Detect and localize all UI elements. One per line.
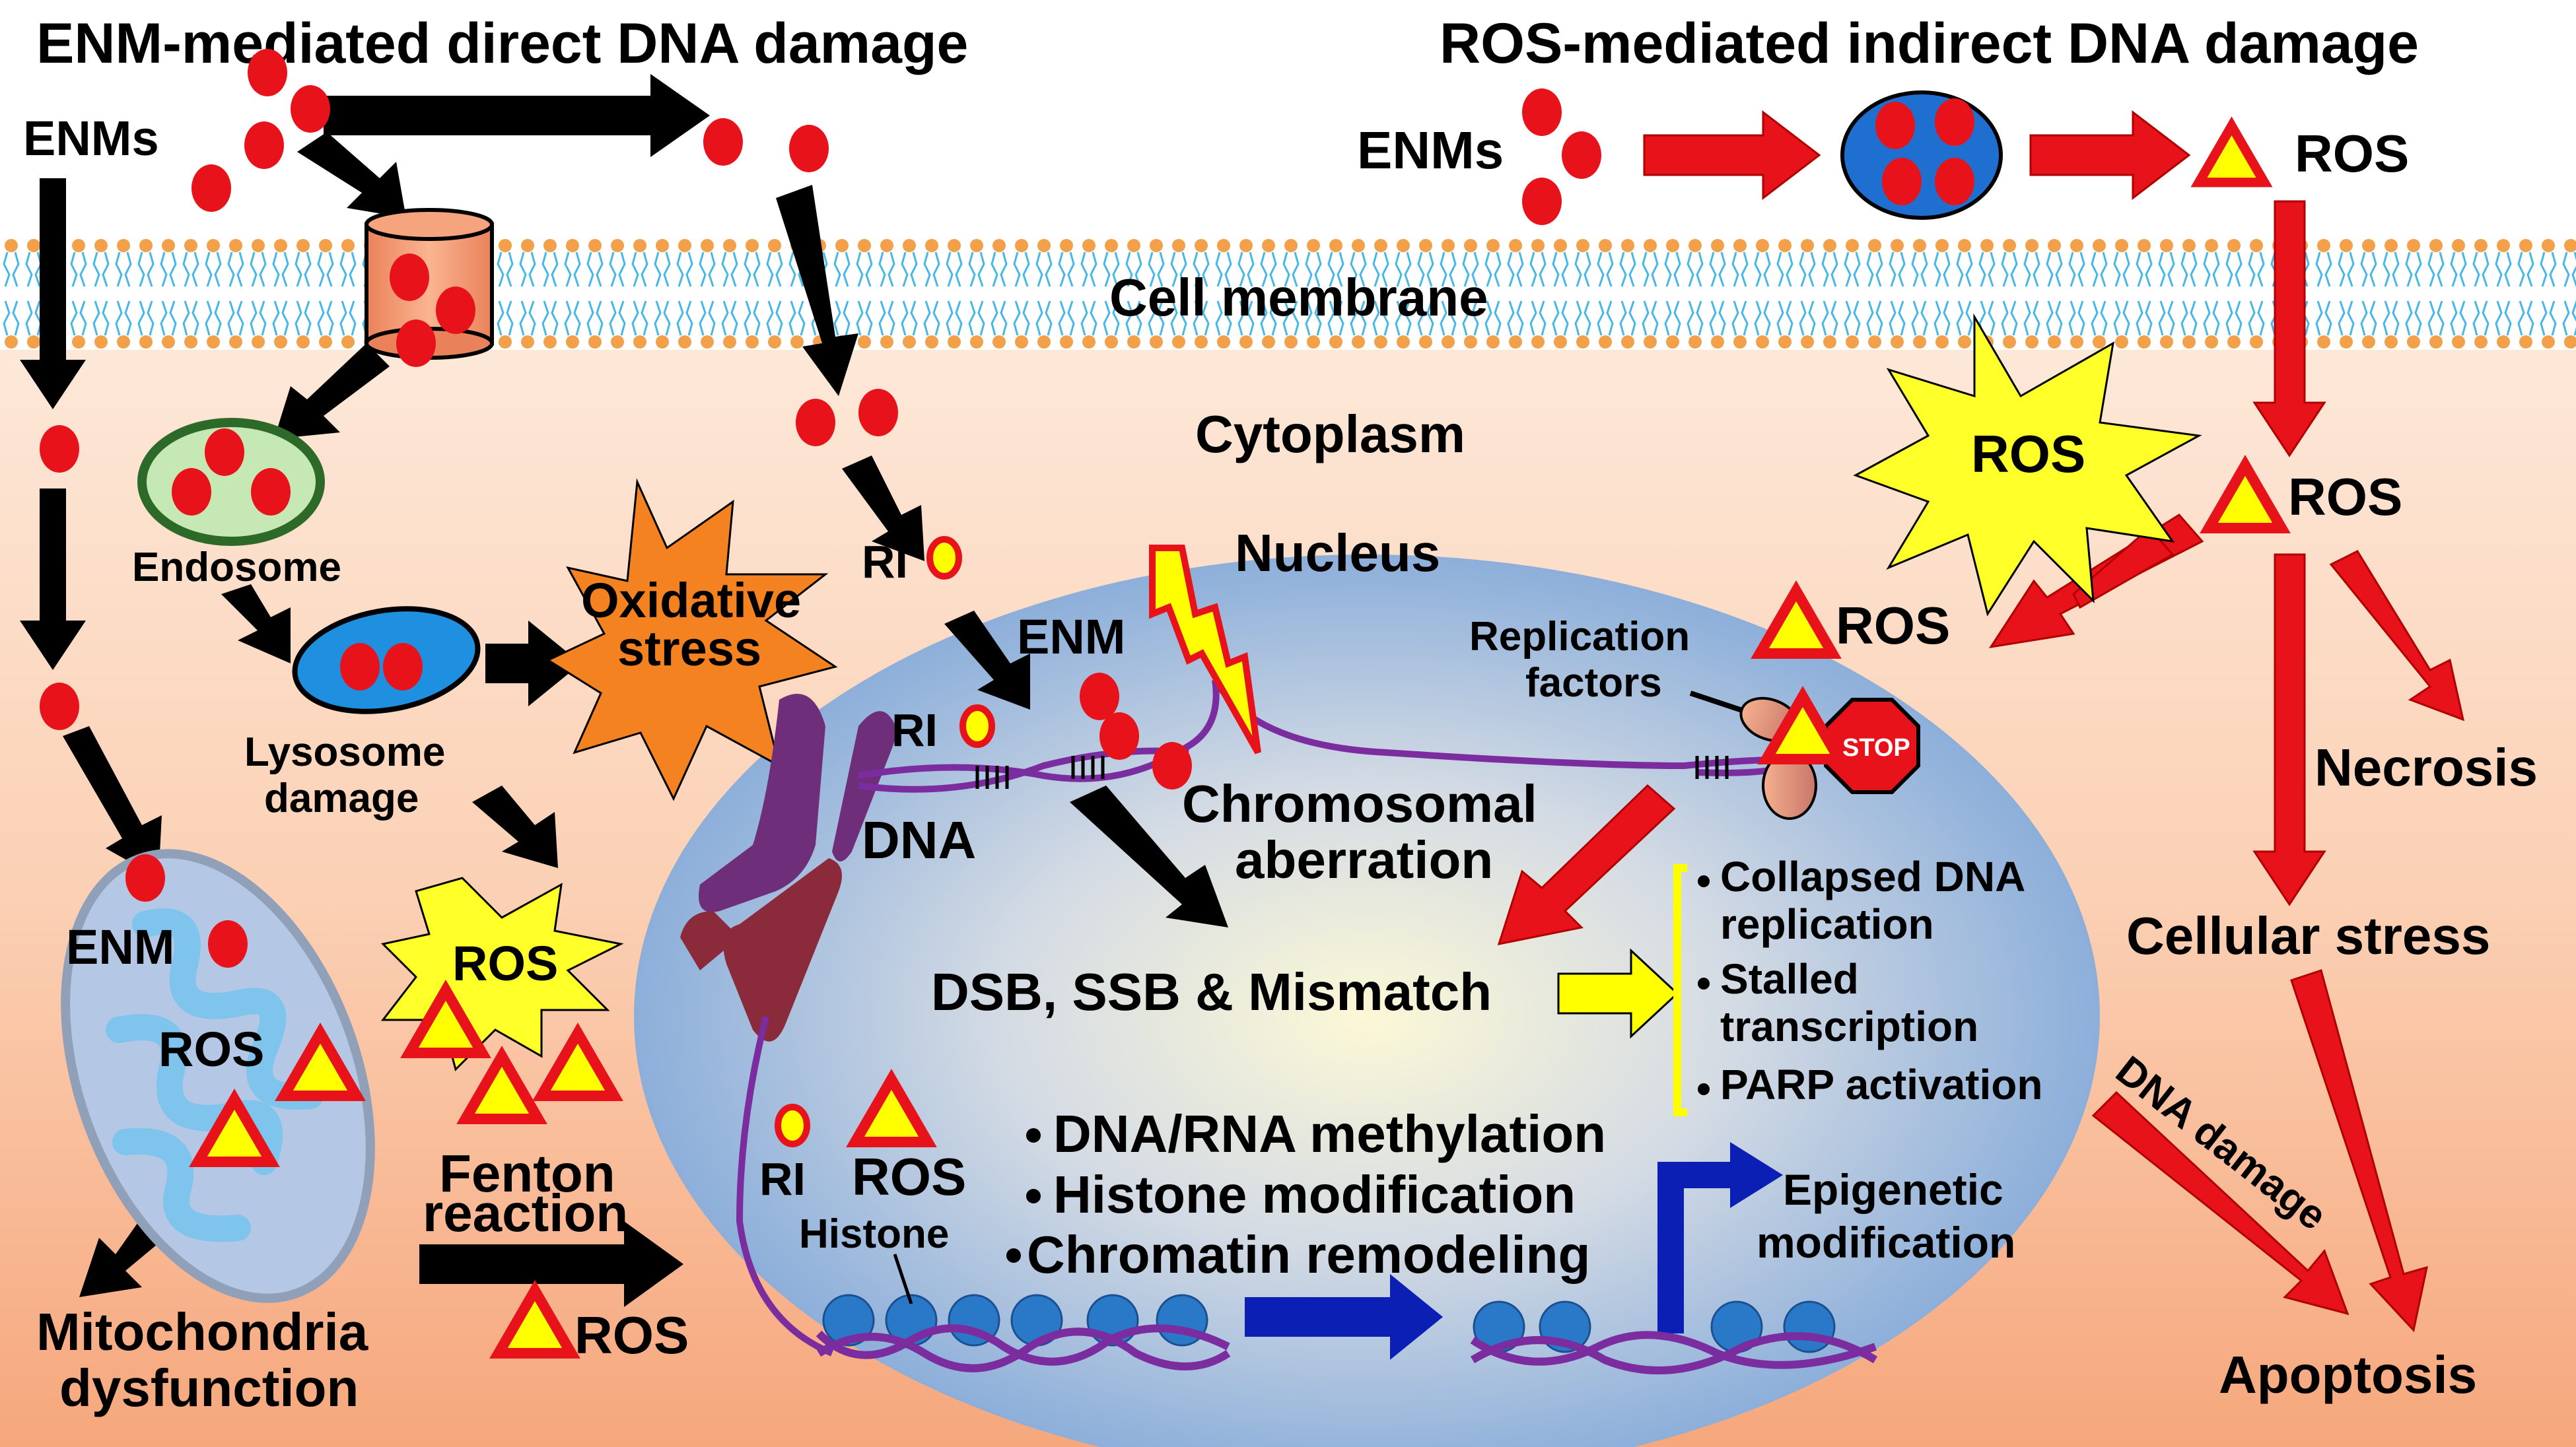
consequence-1-line-1: Collapsed DNA: [1720, 853, 2025, 900]
ros-starburst-left-fenton-1: Fenton: [439, 1144, 615, 1203]
replication-label-2: factors: [1525, 660, 1662, 706]
lysosome-icon: [292, 606, 481, 714]
consequence-2-line-1: Stalled: [1720, 955, 1859, 1003]
stop-label: STOP: [1842, 734, 1910, 762]
stop-sign-icon: STOP: [1824, 698, 1920, 794]
enms-left-label: ENMs: [23, 111, 159, 166]
histone-row-right: [1470, 1300, 1878, 1374]
histone-label: Histone: [799, 1211, 949, 1257]
ros-top-label: ROS: [2295, 124, 2409, 183]
ros-vesicle: [1840, 90, 2003, 220]
cellular-stress-label: Cellular stress: [2126, 906, 2490, 965]
chromosomal-label-2: aberration: [1235, 830, 1493, 889]
mito-label-2: dysfunction: [59, 1359, 359, 1417]
blue-arrow: [1245, 1274, 1443, 1360]
nucleus-label: Nucleus: [1235, 523, 1440, 582]
epigenetic-list: DNA/RNA methylation Histone modification…: [1006, 1104, 1606, 1284]
oxidative-label-1: Oxidative: [581, 573, 801, 628]
histone-pointer: [893, 1254, 913, 1304]
enm-mito-label: ENM: [66, 920, 174, 974]
ros-mito-label: ROS: [158, 1022, 264, 1077]
replication-label-1: Replication: [1469, 614, 1690, 659]
histone-row-left: [816, 1294, 1231, 1372]
black-arrows: [20, 74, 1228, 1307]
enms-right-label: ENMs: [1357, 121, 1504, 180]
dna-label: DNA: [862, 811, 976, 869]
dna-rungs: [975, 756, 1729, 789]
mitochondria-icon: [61, 849, 375, 1303]
ros-near-nucleus-label: ROS: [1836, 596, 1950, 655]
enm-nucleus-label: ENM: [1017, 609, 1125, 664]
ros-starburst-left: [380, 877, 624, 1071]
lysosome-label-1: Lysosome: [244, 729, 445, 775]
lysosome-label-2: damage: [264, 776, 419, 821]
starburst-icon: [1853, 313, 2202, 617]
ros-starburst-left-fenton-2: reaction: [423, 1184, 628, 1242]
ri-label-2: RI: [891, 704, 938, 756]
cell-membrane-label: Cell membrane: [1109, 268, 1488, 327]
epigenetic-item-1: DNA/RNA methylation: [1053, 1104, 1606, 1163]
ros-starburst-right: ROS: [1971, 424, 2085, 483]
mito-label-1: Mitochondria: [36, 1302, 368, 1361]
ri-label-3: RI: [759, 1153, 806, 1205]
oxidative-label-2: stress: [617, 621, 761, 676]
lightning-icon: [1149, 545, 1261, 755]
ros-bottom-label: ROS: [574, 1306, 689, 1364]
dna-icon: [736, 678, 1805, 1357]
consequence-1-line-2: replication: [1720, 900, 1934, 948]
chromosomal-label-1: Chromosomal: [1182, 774, 1537, 833]
dsb-label: DSB, SSB & Mismatch: [931, 962, 1492, 1021]
endosome-icon: [137, 418, 325, 546]
endosome-label: Endosome: [132, 545, 341, 590]
consequence-list: Collapsed DNA replication Stalled transc…: [1698, 853, 2042, 1108]
epigenetic-label-2: modification: [1757, 1218, 2015, 1267]
necrosis-label: Necrosis: [2315, 738, 2538, 797]
ros-right-mid-label: ROS: [2288, 467, 2402, 526]
ros-nucleus-bottom-label: ROS: [852, 1147, 966, 1206]
ri-label-1: RI: [862, 536, 908, 588]
red-arrows: [1497, 110, 2465, 1333]
yellow-arrow: [1557, 948, 1679, 1039]
ri-icons: [775, 536, 995, 1147]
consequence-bracket: [1673, 864, 1687, 1116]
ros-starburst-left-label: ROS: [452, 936, 558, 991]
epigenetic-item-3: Chromatin remodeling: [1027, 1225, 1590, 1284]
title-left: ENM-mediated direct DNA damage: [36, 12, 968, 75]
endocytic-vesicle: [365, 208, 494, 367]
epigenetic-label-1: Epigenetic: [1783, 1165, 2003, 1214]
oxidative-starburst: [545, 478, 838, 801]
consequence-3-line-1: PARP activation: [1720, 1061, 2042, 1108]
epigenetic-arrow: [1657, 1142, 1783, 1333]
epigenetic-item-2: Histone modification: [1053, 1165, 1576, 1224]
consequence-2-line-2: transcription: [1720, 1003, 1978, 1050]
apoptosis-label: Apoptosis: [2219, 1345, 2477, 1404]
cytoplasm-label: Cytoplasm: [1195, 405, 1465, 463]
title-right: ROS-mediated indirect DNA damage: [1440, 12, 2419, 75]
